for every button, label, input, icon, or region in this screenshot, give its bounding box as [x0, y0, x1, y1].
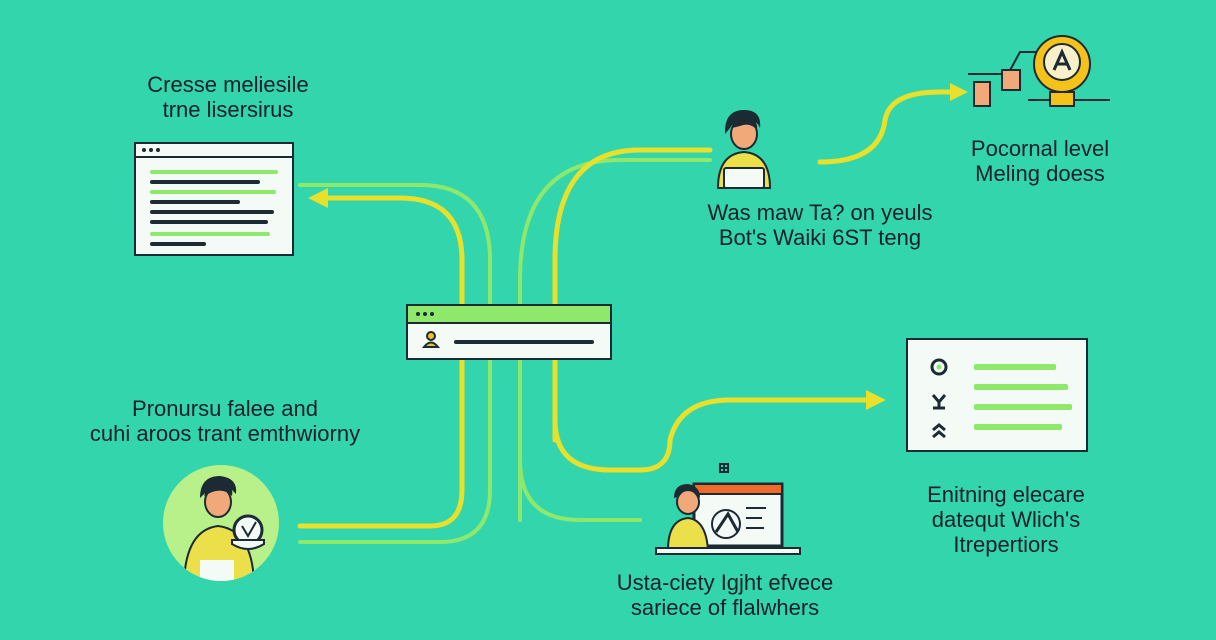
- top-right-caption: Pocornal level Meling doess: [950, 136, 1130, 186]
- text-line: [150, 242, 206, 246]
- caption-line: Meling doess: [975, 161, 1105, 186]
- bottom-right-caption: Enitning elecare datequt Wlich's Itreper…: [896, 482, 1116, 557]
- window-titlebar: [136, 144, 292, 158]
- bottom-center-caption: Usta-ciety Igjht efvece sariece of flalw…: [580, 570, 870, 620]
- caption-line: Bot's Waiki 6ST teng: [718, 225, 922, 250]
- caption-line: Usta-ciety Igjht efvece: [616, 570, 834, 595]
- profile-search-window: [406, 304, 612, 360]
- document-window: [134, 142, 294, 256]
- top-center-caption: Was maw Ta? on yeuls Bot's Waiki 6ST ten…: [690, 200, 950, 250]
- target-icon: [930, 358, 948, 376]
- caption-line: Pronursu falee and: [132, 396, 318, 421]
- avatar-with-clock-illustration: [163, 465, 279, 581]
- caption-line: sariece of flalwhers: [630, 595, 820, 620]
- caption-line: cuhi aroos trant emthwiorny: [89, 421, 361, 446]
- mid-left-caption: Pronursu falee and cuhi aroos trant emth…: [70, 396, 380, 446]
- search-line: [454, 340, 594, 344]
- caption-line: trne lisersirus: [162, 97, 294, 122]
- top-left-caption: Cresse meliesile trne lisersirus: [118, 72, 338, 122]
- user-icon: [422, 331, 440, 348]
- chevron-up-icon: [932, 423, 946, 439]
- lightbulb-icon: [968, 35, 1110, 107]
- caption-line: Was maw Ta? on yeuls: [707, 200, 933, 225]
- text-line: [150, 190, 276, 194]
- checklist-window: [906, 338, 1088, 452]
- checklist-line: [974, 384, 1068, 390]
- text-line: [150, 180, 260, 184]
- person-at-laptop-illustration: [716, 110, 772, 189]
- text-line: [150, 170, 278, 174]
- window-titlebar: [408, 306, 610, 324]
- caption-line: Cresse meliesile: [147, 72, 309, 97]
- filter-icon: [931, 394, 947, 410]
- text-line: [150, 232, 270, 236]
- caption-line: Enitning elecare: [927, 482, 1085, 507]
- checklist-line: [974, 404, 1072, 410]
- text-line: [150, 220, 268, 224]
- text-line: [150, 200, 240, 204]
- caption-line: Itrepertiors: [953, 532, 1059, 557]
- person-at-monitor-illustration: [655, 463, 801, 555]
- checklist-line: [974, 364, 1056, 370]
- checklist-line: [974, 424, 1062, 430]
- caption-line: Pocornal level: [970, 136, 1110, 161]
- text-line: [150, 210, 274, 214]
- caption-line: datequt Wlich's: [931, 507, 1081, 532]
